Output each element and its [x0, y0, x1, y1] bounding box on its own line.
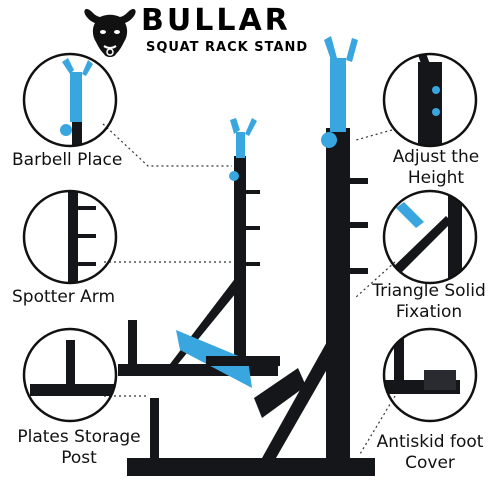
plates-storage-label-line1: Plates Storage [17, 427, 141, 447]
brand-name: BULLAR [141, 3, 291, 38]
antiskid-detail [382, 327, 478, 423]
front-stand [127, 36, 375, 476]
triangle-fixation-detail [382, 189, 478, 285]
plates-storage-label-line2: Post [61, 448, 97, 468]
plates-storage-label: Plates Storage Post [4, 427, 154, 469]
adjust-height-detail [382, 52, 478, 148]
brand-tagline: SQUAT RACK STAND [146, 40, 309, 55]
triangle-fixation-label-line1: Triangle Solid [372, 281, 486, 301]
back-stand [118, 118, 280, 388]
barbell-place-detail [22, 52, 118, 148]
antiskid-label-line2: Cover [405, 453, 455, 473]
plates-storage-detail [22, 327, 118, 423]
bull-head-icon [84, 9, 136, 57]
spotter-arm-detail [22, 189, 118, 285]
triangle-fixation-label-line2: Fixation [395, 302, 463, 322]
adjust-height-label-line1: Adjust the [392, 147, 480, 167]
leader-lines [102, 123, 396, 455]
adjust-height-label-line2: Height [407, 168, 465, 188]
triangle-fixation-label: Triangle Solid Fixation [363, 281, 495, 323]
antiskid-label: Antiskid foot Cover [368, 432, 492, 474]
antiskid-label-line1: Antiskid foot [376, 432, 484, 452]
barbell-place-label: Barbell Place [12, 150, 123, 170]
adjust-height-label: Adjust the Height [382, 147, 490, 189]
spotter-arm-label: Spotter Arm [12, 287, 116, 307]
